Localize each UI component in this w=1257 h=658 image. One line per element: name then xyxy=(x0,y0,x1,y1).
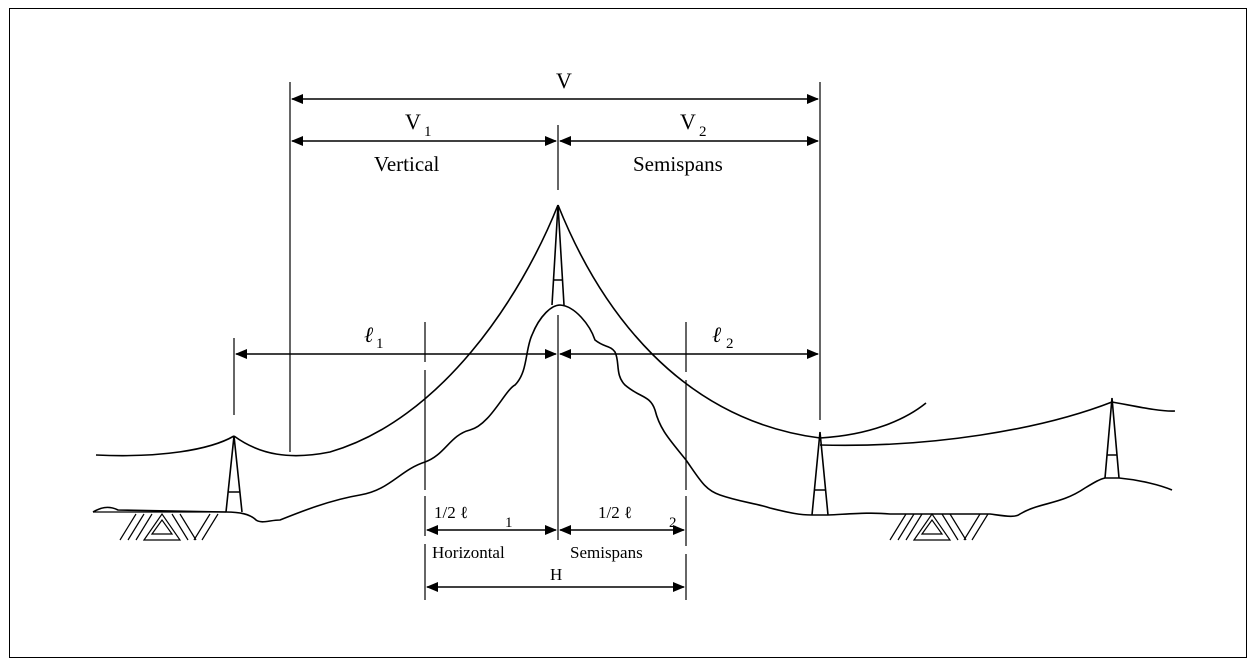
conductor-far-right xyxy=(819,401,1176,447)
label-half-l1: 1/2 ℓ xyxy=(434,503,468,522)
tower-far-right xyxy=(1104,397,1120,479)
conductor-left-span xyxy=(233,204,559,457)
label-l2-sub: 2 xyxy=(726,336,734,352)
label-l1-sub: 1 xyxy=(376,336,384,352)
label-l2: ℓ xyxy=(712,322,722,347)
label-V: V xyxy=(556,68,572,93)
tower-center xyxy=(551,204,565,306)
tower-right xyxy=(811,431,829,516)
ground-hatch-left xyxy=(93,511,226,541)
label-l1: ℓ xyxy=(364,322,374,347)
conductor-uplift xyxy=(819,402,927,439)
label-V1: V xyxy=(405,109,421,134)
label-semispans-bottom: Semispans xyxy=(570,543,643,562)
label-semispans-top: Semispans xyxy=(633,152,723,176)
ground-hatch-right xyxy=(889,512,989,541)
label-half-l2: 1/2 ℓ xyxy=(598,503,632,522)
label-V2: V xyxy=(680,109,696,134)
label-V1-sub: 1 xyxy=(424,124,432,140)
label-half-l1-sub: 1 xyxy=(505,515,513,531)
label-horizontal: Horizontal xyxy=(432,543,505,562)
tower-left xyxy=(225,435,243,513)
label-H: H xyxy=(550,565,562,584)
label-vertical: Vertical xyxy=(374,152,439,176)
label-V2-sub: 2 xyxy=(699,124,707,140)
conductor-far-left xyxy=(95,435,235,457)
label-half-l2-sub: 2 xyxy=(669,515,677,531)
conductor-right-span xyxy=(557,204,821,439)
ground-profile xyxy=(92,304,1173,523)
